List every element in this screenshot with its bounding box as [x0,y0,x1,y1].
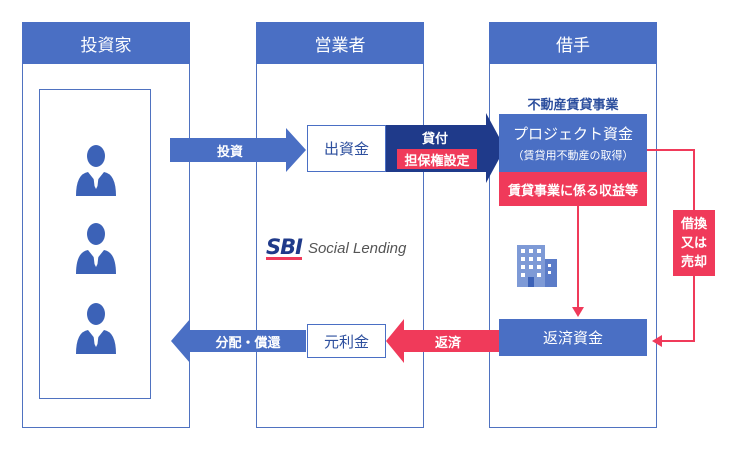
investor-header: 投資家 [22,22,190,64]
person-icon [76,223,116,274]
borrower-column [489,22,657,428]
operator-column [256,22,424,428]
business-title: 不動産賃貸事業 [527,97,619,113]
income-box: 賃貸事業に係る収益等 [499,172,647,206]
sbi-logo: SBI Social Lending [266,234,422,262]
refinance-line-2: 又は [680,235,707,251]
borrower-header: 借手 [489,22,657,64]
building-icon [517,245,557,287]
project-subtitle: （賃貸用不動産の取得） [512,149,634,162]
refinance-line-3: 売却 [680,254,707,270]
person-icon [76,145,116,196]
investment-funds-box: 出資金 [307,125,386,172]
principal-interest-box: 元利金 [307,324,386,358]
refinance-line-1: 借換 [680,216,707,232]
distribution-label: 分配・償還 [215,335,281,351]
operator-header: 営業者 [256,22,424,64]
sbi-logo-mark: SBI [266,234,303,260]
refinance-box: 借換 又は 売却 [673,210,715,276]
sbi-logo-text: Social Lending [307,239,407,257]
project-funds-box: プロジェクト資金 （賃貸用不動産の取得） [499,114,647,172]
collateral-label: 担保権設定 [397,149,477,169]
project-title: プロジェクト資金 [512,125,633,143]
loan-label: 貸付 [421,131,448,147]
person-icon [76,303,116,354]
repay-label: 返済 [434,335,461,351]
invest-label: 投資 [216,144,243,160]
repayment-funds-box: 返済資金 [499,319,647,356]
